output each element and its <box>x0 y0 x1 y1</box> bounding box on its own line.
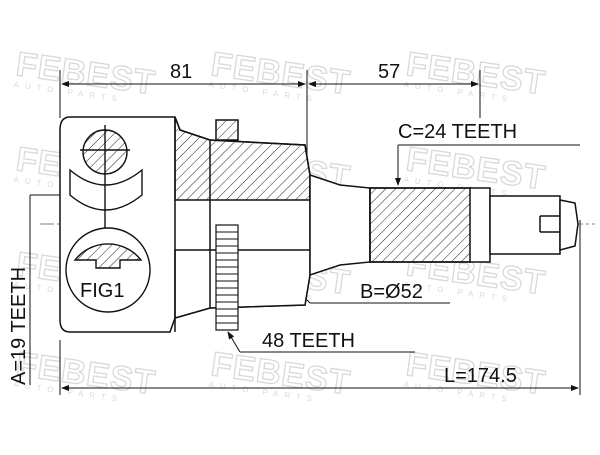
spline-c-label: C=24 TEETH <box>398 121 517 143</box>
outer-race-hatch-bottom <box>174 249 311 319</box>
total-length-label: L=174.5 <box>444 365 517 387</box>
shaft-end <box>559 199 579 251</box>
sensor-tab <box>215 119 239 141</box>
labels: 81 57 C=24 TEETH B=Ø52 48 TEETH L=174.5 … <box>8 61 517 387</box>
watermark-11: FEBEST AUTO PARTS <box>208 345 354 405</box>
abs-teeth-label: 48 TEETH <box>262 330 355 352</box>
abs-ring <box>215 224 239 331</box>
abs-teeth <box>216 231 238 324</box>
watermark-1: FEBEST AUTO PARTS <box>13 45 159 105</box>
outer-race-hatch <box>174 116 311 201</box>
spline-a-label: A=19 TEETH <box>8 267 30 385</box>
cage-arc <box>69 168 143 211</box>
dimension-57-label: 57 <box>378 61 400 83</box>
diameter-b-label: B=Ø52 <box>360 281 423 303</box>
fig1-spline-hatch <box>73 243 143 269</box>
inner-cage <box>65 125 151 313</box>
watermark-10: FEBEST AUTO PARTS <box>13 345 159 405</box>
dimension-81-label: 81 <box>170 61 192 83</box>
dimension-lines <box>29 70 581 395</box>
watermark-3: FEBEST AUTO PARTS <box>403 45 549 105</box>
fig1-label: FIG1 <box>80 280 124 302</box>
watermark-2: FEBEST AUTO PARTS <box>208 45 354 105</box>
shaft-tip <box>489 195 561 255</box>
neck <box>309 173 371 277</box>
spline-zone <box>369 187 471 263</box>
